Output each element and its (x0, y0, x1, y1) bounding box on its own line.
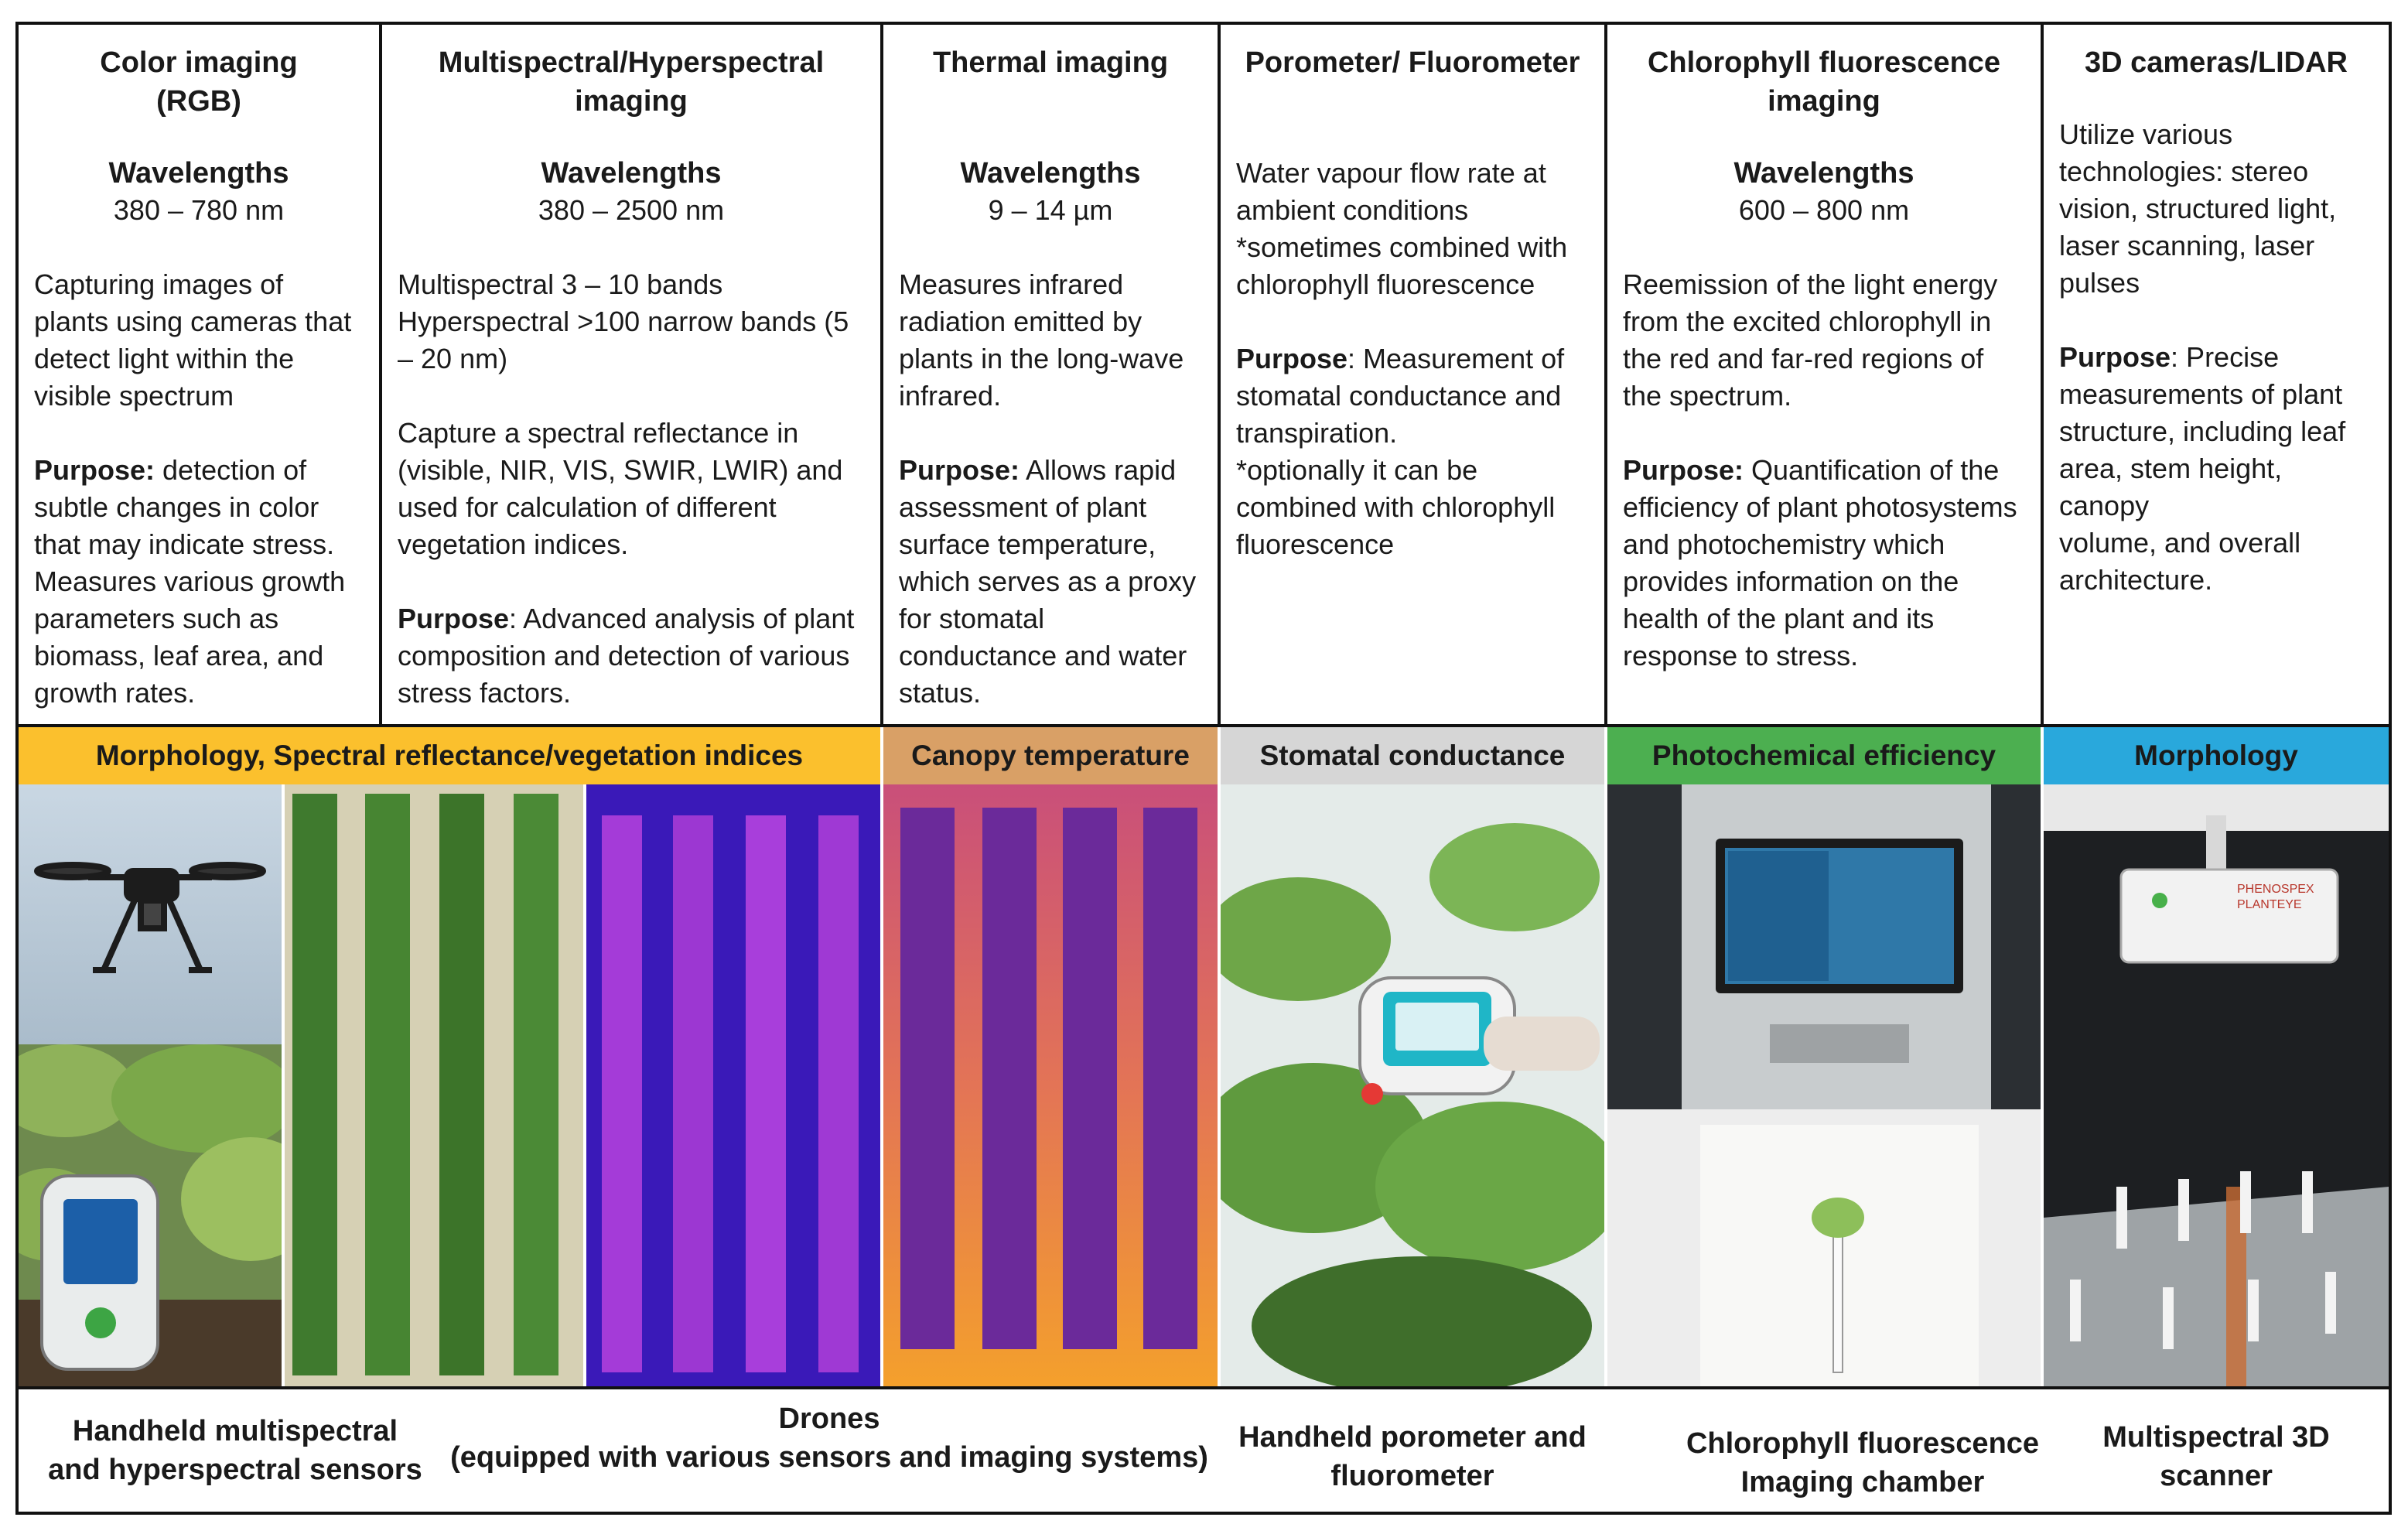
column-color-imaging: Color imaging (RGB) Wavelengths 380 – 78… (19, 25, 379, 724)
footer-top-border (19, 1386, 2389, 1389)
column-divider (1218, 25, 1221, 724)
purpose-label: Purpose: (899, 454, 1020, 486)
photo-rgb-plots (285, 784, 583, 1386)
footer-drones: Drones (equipped with various sensors an… (450, 1403, 1208, 1474)
column-purpose: Purpose: Allows rapid assessment of plan… (899, 452, 1202, 712)
band-canopy-temperature: Canopy temperature (883, 727, 1218, 784)
wavelength-label: Wavelengths (541, 157, 722, 190)
column-description: Utilize various technologies: stereo vis… (2059, 118, 2337, 299)
column-title: Porometer/ Fluorometer (1245, 46, 1580, 79)
column-description: Water vapour flow rate at ambient condit… (1236, 157, 1568, 300)
infographic-table: Color imaging (RGB) Wavelengths 380 – 78… (15, 22, 2392, 1515)
column-chlorophyll-fluorescence: Chlorophyll fluorescence imaging Wavelen… (1607, 25, 2041, 724)
column-thermal-imaging: Thermal imaging Wavelengths 9 – 14 µm Me… (883, 25, 1218, 724)
wavelength-label: Wavelengths (108, 157, 289, 190)
column-purpose: Purpose: Precise measurements of plant s… (2059, 339, 2373, 599)
band-morphology: Morphology (2044, 727, 2389, 784)
wavelength-value: 380 – 780 nm (113, 194, 285, 226)
band-label: Morphology, Spectral reflectance/vegetat… (95, 740, 804, 771)
band-label: Morphology (2134, 740, 2298, 771)
purpose-label: Purpose (398, 603, 510, 634)
column-title: Multispectral/Hyperspectral imaging (438, 46, 825, 118)
thermal-plot-strips (900, 808, 1197, 1349)
purpose-label: Purpose: (34, 454, 155, 486)
column-purpose: Purpose: detection of subtle changes in … (34, 452, 364, 712)
band-morphology-spectral: Morphology, Spectral reflectance/vegetat… (19, 727, 880, 784)
purpose-text: Allows rapid assessment of plant surface… (899, 454, 1197, 709)
column-description: Capturing images of plants using cameras… (34, 268, 352, 412)
column-porometer: Porometer/ Fluorometer Water vapour flow… (1221, 25, 1604, 724)
column-title: 3D cameras/LIDAR (2084, 46, 2348, 79)
wavelength-value: 600 – 800 nm (1738, 194, 1910, 226)
drone-icon (34, 862, 266, 973)
column-title: Thermal imaging (932, 46, 1169, 79)
footer-fluorescence-chamber: Chlorophyll fluorescence Imaging chamber (1686, 1427, 2040, 1498)
photo-drone (19, 784, 282, 1044)
purpose-text: : Measurement of stomatal conductance an… (1236, 343, 1565, 560)
band-stomatal-conductance: Stomatal conductance (1221, 727, 1604, 784)
column-purpose: Purpose: Quantification of the efficienc… (1623, 452, 2025, 675)
column-divider (880, 25, 883, 724)
column-description: Multispectral 3 – 10 bands Hyperspectral… (398, 268, 849, 374)
multispectral-plot-strips (602, 815, 859, 1372)
wavelength-value: 380 – 2500 nm (538, 194, 725, 226)
column-multispectral-imaging: Multispectral/Hyperspectral imaging Wave… (382, 25, 880, 724)
photo-multispectral-plots (586, 784, 880, 1386)
column-3d-cameras: 3D cameras/LIDAR Utilize various technol… (2044, 25, 2389, 724)
column-divider (1604, 25, 1607, 724)
plant-icon (1812, 1198, 1864, 1373)
column-purpose: Purpose: Advanced analysis of plant comp… (398, 600, 865, 712)
wavelength-value: 9 – 14 µm (988, 194, 1113, 226)
rgb-plot-strips (292, 794, 558, 1375)
wavelength-label: Wavelengths (960, 157, 1141, 190)
footer-handheld-sensors: Handheld multispectral and hyperspectral… (48, 1415, 422, 1486)
column-description: Measures infrared radiation emitted by p… (899, 268, 1184, 412)
plant-tubes (2070, 1171, 2336, 1349)
band-photochemical-efficiency: Photochemical efficiency (1607, 727, 2041, 784)
purpose-text: : Precise measurements of plant structur… (2059, 341, 2346, 596)
band-label: Canopy temperature (911, 740, 1190, 771)
column-divider (2041, 25, 2044, 724)
column-title: Color imaging (RGB) (100, 46, 298, 118)
footer-porometer: Handheld porometer and fluorometer (1238, 1421, 1587, 1492)
column-description: Reemission of the light energy from the … (1623, 268, 1998, 412)
monitor-icon (1716, 839, 1963, 993)
porometer-icon (1358, 976, 1600, 1105)
photo-handheld-sensor (19, 1044, 282, 1386)
handheld-sensor-icon (40, 1174, 159, 1371)
photo-thermal-plots (883, 784, 1218, 1386)
purpose-label: Purpose: (1623, 454, 1744, 486)
photo-fluorescence-chamber (1607, 784, 2041, 1386)
wavelength-label: Wavelengths (1733, 157, 1914, 190)
column-description-2: Capture a spectral reflectance in (visib… (398, 417, 843, 560)
footer-3d-scanner: Multispectral 3D scanner (2102, 1421, 2330, 1492)
purpose-label: Purpose (1236, 343, 1348, 374)
column-purpose: Purpose: Measurement of stomatal conduct… (1236, 340, 1589, 563)
column-divider (379, 25, 382, 724)
band-label: Stomatal conductance (1259, 740, 1566, 771)
purpose-text: Quantification of the efficiency of plan… (1623, 454, 2017, 671)
purpose-text: : Advanced analysis of plant composition… (398, 603, 855, 709)
band-top-border (19, 724, 2389, 727)
photo-porometer (1221, 784, 1604, 1386)
purpose-label: Purpose (2059, 341, 2171, 373)
column-title: Chlorophyll fluorescence imaging (1647, 46, 2001, 118)
purpose-text: detection of subtle changes in color tha… (34, 454, 346, 709)
band-label: Photochemical efficiency (1651, 740, 1996, 771)
keyboard-icon (1770, 1024, 1909, 1063)
